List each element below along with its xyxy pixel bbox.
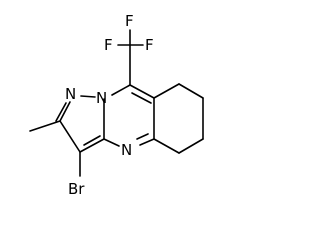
- bond-c9a-c9b: [153, 83, 180, 99]
- bond-n8a-n1: [80, 95, 96, 98]
- bond-c9b-c8: [178, 83, 204, 99]
- bond-c4a-n5: [139, 138, 155, 146]
- chemical-structure-diagram: N N N Br F F F: [29, 12, 204, 198]
- atom-label-f-top: F: [125, 12, 134, 30]
- bond-c4a-n5-double: [136, 133, 149, 140]
- bond-n5-c3a: [103, 138, 120, 147]
- bond-c7-c6: [178, 138, 204, 154]
- bond-n1-c2-double: [55, 102, 67, 122]
- bond-n1-c2: [59, 101, 71, 122]
- bond-c2-c3: [59, 120, 81, 153]
- atom-label-n1: N: [65, 85, 76, 103]
- bond-c3-c3a-double: [83, 135, 101, 146]
- atom-label-f-left: F: [104, 36, 113, 54]
- bond-c9-c9a-double: [131, 92, 152, 104]
- bond-c2-methyl: [29, 120, 61, 132]
- bond-c3-c3a: [79, 138, 105, 153]
- bond-c9-c9a: [129, 84, 155, 99]
- atom-label-br: Br: [68, 180, 85, 198]
- bond-c6-c4a: [153, 138, 180, 154]
- atom-label-n8a: N: [96, 89, 107, 107]
- atom-label-n5: N: [121, 141, 132, 159]
- bond-n8a-c9: [111, 84, 131, 96]
- atom-label-f-right: F: [145, 36, 154, 54]
